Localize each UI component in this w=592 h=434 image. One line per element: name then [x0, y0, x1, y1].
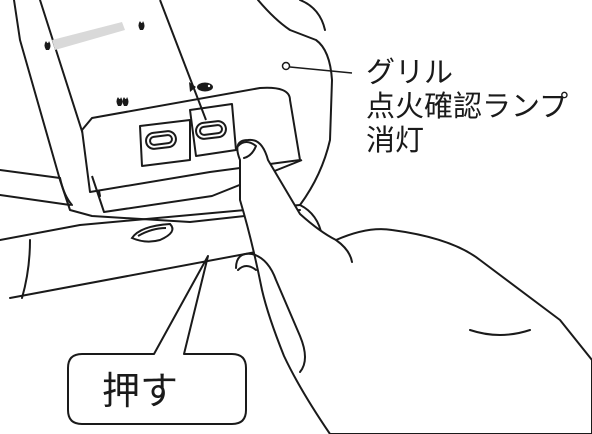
pointer-line [159, 0, 207, 121]
lower-lever [130, 222, 174, 243]
lamp-label-line3: 消灯 [366, 123, 424, 157]
push-callout-bubble [67, 255, 247, 425]
push-label: 押す [102, 369, 178, 413]
lamp-label-line1: グリル [366, 55, 453, 89]
appliance-body [0, 0, 333, 299]
grill-button[interactable] [195, 120, 227, 140]
panel-shading [52, 22, 125, 50]
left-burner-button[interactable] [145, 130, 177, 150]
fish-icon [189, 82, 213, 92]
lamp-leader [281, 61, 353, 74]
flame-icon [44, 21, 145, 106]
lamp-label-line2: 点火確認ランプ [366, 89, 568, 123]
hand-icon [235, 138, 592, 434]
